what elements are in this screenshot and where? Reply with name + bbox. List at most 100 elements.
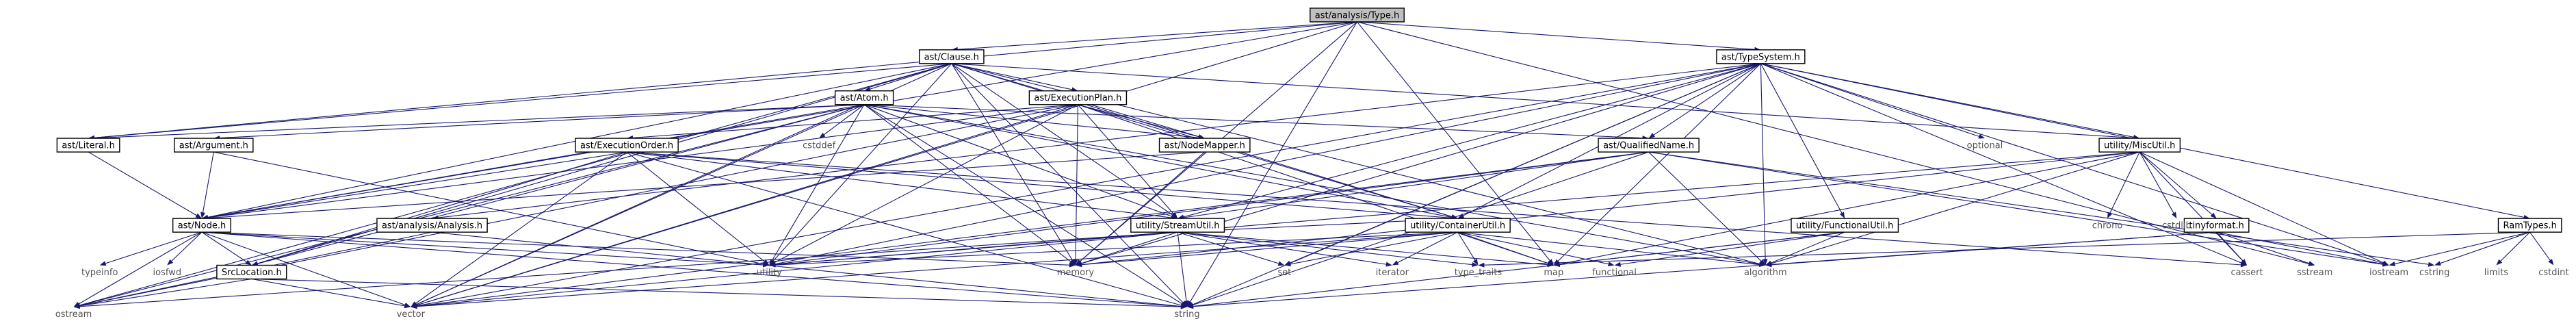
edge-qualname_h-to-vector — [417, 151, 1649, 307]
edge-arrowhead-qualname_h-to-cstring — [2428, 261, 2435, 267]
node-box-argument_h[interactable] — [174, 138, 254, 153]
node-argument_h[interactable]: ast/Argument.h — [174, 138, 254, 153]
node-functional: functional — [1592, 268, 1637, 278]
node-cstddef: cstddef — [803, 141, 836, 151]
node-label-string: string — [1174, 309, 1199, 320]
node-box-srclocation_h[interactable] — [216, 264, 287, 280]
edge-atom_h-to-algorithm — [864, 104, 1760, 265]
edge-execplan_h-to-node_h — [207, 104, 1078, 218]
edge-typesystem_h-to-miscutil_h — [1760, 63, 2134, 138]
edge-atom_h-to-cstddef — [824, 104, 865, 136]
edge-node_h-to-typeinfo — [105, 231, 203, 264]
edge-arrowhead-tinyformat_h-to-cassert — [2241, 259, 2248, 266]
edge-arrowhead-streamutil_h-to-set — [1277, 261, 1285, 266]
edge-typesystem_h-to-analysis_h — [438, 63, 1761, 218]
edge-arrowhead-ramtypes_h-to-cstring — [2434, 261, 2441, 266]
edge-arrowhead-containerutil_h-to-type_traits — [1472, 259, 1479, 266]
node-iterator: iterator — [1376, 268, 1409, 278]
edge-execplan_h-to-memory — [1075, 104, 1078, 259]
node-box-analysis_h[interactable] — [376, 218, 488, 233]
edge-execplan_h-to-containerutil_h — [1078, 104, 1453, 218]
node-label-analysis_h: ast/analysis/Analysis.h — [382, 221, 482, 231]
edge-execplan_h-to-vector — [416, 104, 1078, 306]
edge-streamutil_h-to-string — [1177, 232, 1187, 301]
node-srclocation_h[interactable]: SrcLocation.h — [216, 264, 287, 280]
edge-arrowhead-atom_h-to-cstddef — [819, 132, 826, 139]
node-box-functionalutil_h[interactable] — [1791, 218, 1899, 233]
edge-typesystem_h-to-qualname_h — [1653, 63, 1761, 136]
edge-type_h-to-sstream — [1357, 21, 2309, 264]
node-box-atom_h[interactable] — [834, 90, 894, 105]
node-box-nodemapper_h[interactable] — [1158, 138, 1251, 153]
node-box-containerutil_h[interactable] — [1405, 218, 1511, 233]
node-literal_h[interactable]: ast/Literal.h — [56, 138, 120, 153]
edge-qualname_h-to-streamutil_h — [1183, 151, 1649, 218]
node-containerutil_h[interactable]: utility/ContainerUtil.h — [1405, 218, 1511, 233]
edge-typesystem_h-to-algorithm — [1760, 63, 1766, 259]
edge-ramtypes_h-to-iostream — [2395, 231, 2530, 264]
edge-arrowhead-typesystem_h-to-functionalutil_h — [1839, 212, 1845, 219]
node-nodemapper_h[interactable]: ast/NodeMapper.h — [1158, 138, 1251, 153]
edge-execplan_h-to-map — [1078, 104, 1548, 264]
node-label-memory: memory — [1057, 268, 1095, 278]
node-box-execplan_h[interactable] — [1028, 90, 1128, 105]
edge-arrowhead-literal_h-to-node_h — [195, 213, 202, 219]
node-box-type_h[interactable] — [1310, 8, 1405, 23]
edge-arrowhead-ramtypes_h-to-limits — [2496, 259, 2503, 266]
node-tinyformat_h[interactable]: tinyformat.h — [2183, 218, 2250, 233]
edge-atom_h-to-streamutil_h — [863, 104, 1172, 217]
node-box-miscutil_h[interactable] — [2098, 138, 2181, 153]
edge-node_h-to-iosfwd — [171, 231, 203, 261]
node-box-literal_h[interactable] — [56, 138, 120, 153]
node-label-cstddef: cstddef — [803, 141, 836, 151]
node-clause_h[interactable]: ast/Clause.h — [918, 49, 985, 64]
edge-execorder_h-to-cassert — [627, 151, 2241, 266]
node-streamutil_h[interactable]: utility/StreamUtil.h — [1130, 218, 1225, 233]
node-vector: vector — [397, 309, 426, 320]
node-label-optional: optional — [1967, 141, 2003, 151]
node-label-utility: utility — [757, 268, 782, 278]
node-miscutil_h[interactable]: utility/MiscUtil.h — [2098, 138, 2181, 153]
node-box-execorder_h[interactable] — [575, 138, 679, 153]
node-box-qualname_h[interactable] — [1598, 138, 1700, 153]
node-ramtypes_h[interactable]: RamTypes.h — [2497, 218, 2562, 233]
node-execplan_h[interactable]: ast/ExecutionPlan.h — [1028, 90, 1128, 105]
node-label-ostream: ostream — [55, 309, 92, 320]
node-atom_h[interactable]: ast/Atom.h — [834, 90, 894, 105]
edge-type_h-to-typesystem_h — [1357, 21, 1755, 50]
node-node_h[interactable]: ast/Node.h — [172, 218, 231, 233]
node-analysis_h[interactable]: ast/analysis/Analysis.h — [376, 218, 488, 233]
node-box-node_h[interactable] — [172, 218, 231, 233]
node-execorder_h[interactable]: ast/ExecutionOrder.h — [575, 138, 679, 153]
node-limits: limits — [2484, 268, 2509, 278]
edge-srclocation_h-to-string — [251, 278, 1182, 307]
node-typesystem_h[interactable]: ast/TypeSystem.h — [1716, 49, 1806, 64]
node-box-tinyformat_h[interactable] — [2183, 218, 2250, 233]
edges-layer — [73, 21, 2554, 309]
node-label-set: set — [1277, 268, 1291, 278]
node-functionalutil_h[interactable]: utility/FunctionalUtil.h — [1791, 218, 1899, 233]
node-label-srclocation_h: SrcLocation.h — [222, 268, 282, 278]
node-box-typesystem_h[interactable] — [1716, 49, 1806, 64]
edge-containerutil_h-to-memory — [1081, 231, 1458, 266]
edge-atom_h-to-string — [863, 104, 1182, 305]
edge-execorder_h-to-string — [626, 151, 1182, 306]
edge-qualname_h-to-utility — [775, 151, 1649, 265]
edge-functionalutil_h-to-functional — [1620, 231, 1845, 265]
node-box-ramtypes_h[interactable] — [2497, 218, 2562, 233]
node-iosfwd: iosfwd — [153, 268, 182, 278]
node-label-iterator: iterator — [1376, 268, 1409, 278]
edge-atom_h-to-srclocation_h — [257, 104, 865, 264]
edge-ramtypes_h-to-cstdint — [2529, 231, 2551, 261]
edge-streamutil_h-to-ostream — [79, 231, 1178, 307]
edge-analysis_h-to-string — [432, 231, 1182, 307]
edge-arrowhead-miscutil_h-to-chrono — [2107, 212, 2113, 219]
edge-execorder_h-to-srclocation_h — [257, 151, 627, 264]
node-box-clause_h[interactable] — [918, 49, 985, 64]
node-type_h[interactable]: ast/analysis/Type.h — [1310, 8, 1405, 23]
node-set: set — [1277, 268, 1291, 278]
edge-tinyformat_h-to-cassert — [2216, 231, 2243, 261]
edge-node_h-to-vector — [201, 231, 406, 305]
node-box-streamutil_h[interactable] — [1130, 218, 1225, 233]
node-qualname_h[interactable]: ast/QualifiedName.h — [1598, 138, 1700, 153]
